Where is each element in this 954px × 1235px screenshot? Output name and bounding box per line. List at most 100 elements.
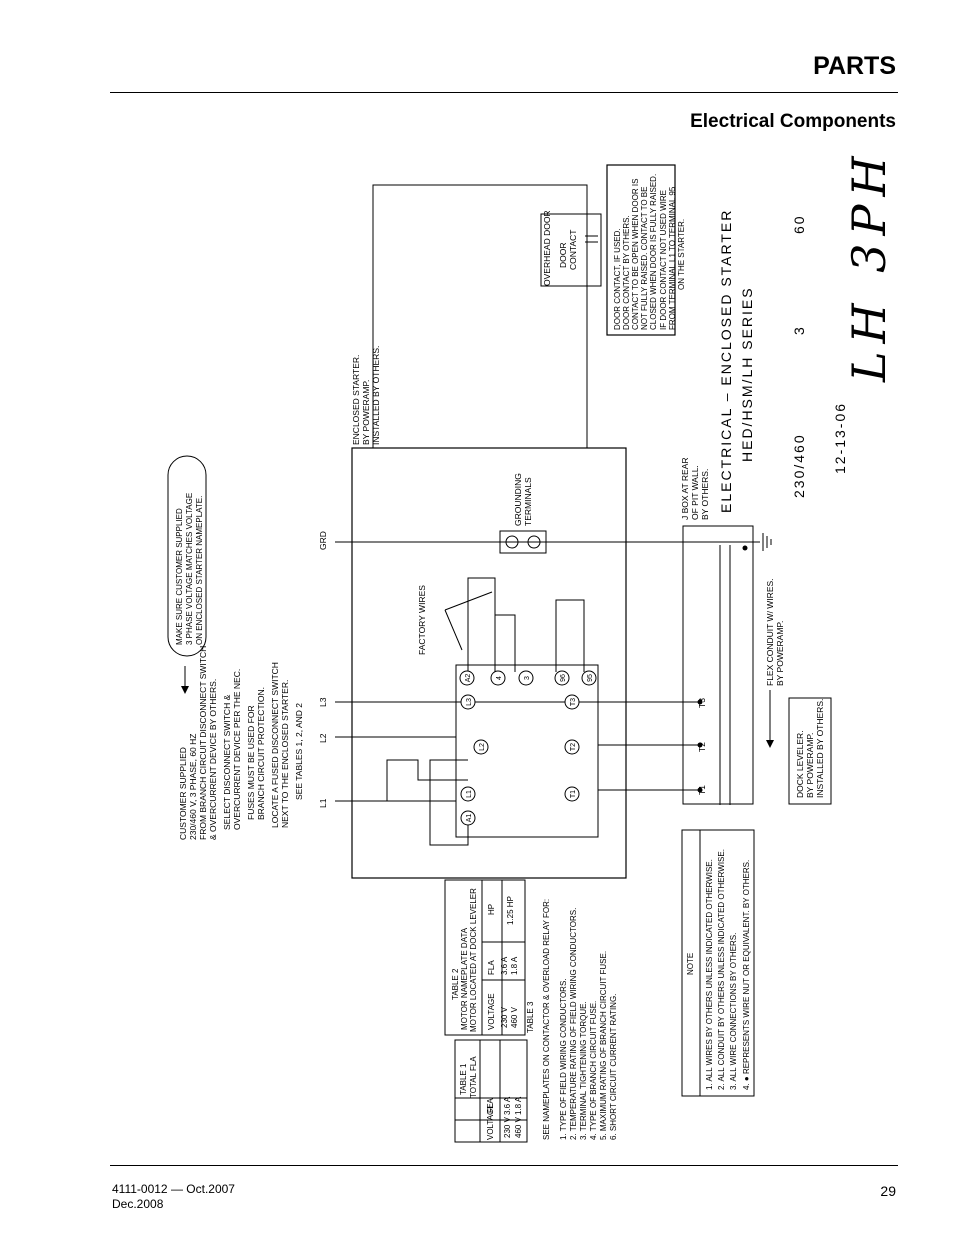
terminal-label: T3 bbox=[570, 698, 577, 706]
enclosed-starter-line: BY POWERAMP. bbox=[361, 380, 371, 445]
table2-header: FLA bbox=[487, 960, 496, 975]
terminal-label: A1 bbox=[466, 814, 473, 823]
make-sure-line: ON ENCLOSED STARTER NAMEPLATE. bbox=[195, 496, 204, 645]
door-contact-note-line: FROM TERMINAL L1 TO TERMINAL 95 bbox=[668, 186, 677, 330]
customer-supplied-line: FROM BRANCH CIRCUIT DISCONNECT SWITCH bbox=[198, 646, 208, 840]
page-number: 29 bbox=[880, 1183, 896, 1199]
customer-supplied-line: & OVERCURRENT DEVICE BY OTHERS. bbox=[208, 679, 218, 840]
title-block-line2: HED/HSM/LH SERIES bbox=[739, 286, 755, 462]
flex-conduit-label: FLEX CONDUIT W/ WIRES. bbox=[765, 578, 775, 686]
table2-cell: 230 V bbox=[500, 1006, 509, 1028]
diagram-big-title: LH 3PH bbox=[842, 148, 896, 383]
make-sure-label: MAKE SURE CUSTOMER SUPPLIED bbox=[175, 508, 184, 645]
customer-supplied-line: SELECT DISCONNECT SWITCH & bbox=[222, 694, 232, 830]
terminal-label: 4 bbox=[496, 676, 503, 680]
table2-title: TABLE 2 bbox=[451, 968, 460, 1000]
notes-title: NOTE bbox=[686, 953, 695, 975]
t1-label: T1 bbox=[697, 785, 707, 795]
table1-header: FLA bbox=[486, 1098, 495, 1113]
customer-supplied-line: SEE TABLES 1, 2, AND 2 bbox=[294, 703, 304, 800]
table1-header: VOLTAGE bbox=[486, 1103, 495, 1140]
terminal-label: L3 bbox=[466, 698, 473, 706]
table2-cell: 3.6 A bbox=[500, 956, 509, 975]
table3-title: TABLE 3 bbox=[526, 1001, 535, 1033]
terminal-label: 96 bbox=[560, 674, 567, 682]
table3-item: 5. MAXIMUM RATING OF BRANCH CIRCUIT FUSE… bbox=[599, 951, 608, 1140]
customer-supplied-line: NEXT TO THE ENCLOSED STARTER. bbox=[280, 680, 290, 828]
title-block-date: 12-13-06 bbox=[832, 402, 848, 474]
flex-conduit-line: BY POWERAMP. bbox=[775, 621, 785, 686]
table2-header: HP bbox=[487, 904, 496, 915]
door-contact-note: DOOR CONTACT, IF USED. bbox=[613, 228, 622, 330]
jbox-line: OF PIT WALL. bbox=[690, 465, 700, 520]
terminal-label: 95 bbox=[587, 674, 594, 682]
table3-item: 4. TYPE OF BRANCH CIRCUIT FUSE. bbox=[589, 1001, 598, 1140]
factory-wires-label: FACTORY WIRES bbox=[417, 585, 427, 655]
dock-leveler-line: INSTALLED BY OTHERS. bbox=[815, 699, 825, 798]
table2-cell: 1.25 HP bbox=[506, 896, 515, 925]
title-block-voltage: 230/460 bbox=[791, 433, 807, 498]
t3-label: T3 bbox=[697, 698, 707, 708]
door-contact-note-line: ON THE STARTER. bbox=[677, 219, 686, 290]
customer-supplied-line: LOCATE A FUSED DISCONNECT SWITCH bbox=[270, 662, 280, 828]
l2-label: L2 bbox=[318, 733, 328, 743]
doc-number: 4111-0012 — Oct.2007 bbox=[112, 1182, 235, 1196]
table2-subtitle: MOTOR NAMEPLATE DATA bbox=[460, 927, 469, 1030]
table2-cell: 1.8 A bbox=[510, 956, 519, 975]
table1-subtitle: TOTAL FLA bbox=[469, 1056, 478, 1098]
l1-label: L1 bbox=[318, 798, 328, 808]
table1-cell: 460 V bbox=[514, 1116, 523, 1138]
note-item: 3. ALL WIRE CONNECTIONS BY OTHERS. bbox=[729, 933, 738, 1090]
section-title: Electrical Components bbox=[690, 111, 896, 132]
grounding-label: GROUNDING bbox=[513, 473, 523, 526]
terminal-label: 3 bbox=[524, 676, 531, 680]
table3-item: 1. TYPE OF FIELD WIRING CONDUCTORS. bbox=[559, 979, 568, 1141]
terminal-label: A2 bbox=[465, 674, 472, 683]
table2-header: VOLTAGE bbox=[487, 993, 496, 1030]
note-item: 4. ● REPRESENTS WIRE NUT OR EQUIVALENT. … bbox=[742, 860, 751, 1090]
title-block-hz: 60 bbox=[791, 214, 807, 234]
table3-intro: SEE NAMEPLATES ON CONTACTOR & OVERLOAD R… bbox=[542, 899, 551, 1140]
table3-item: 2. TEMPERATURE RATING OF FIELD WIRING CO… bbox=[569, 908, 578, 1140]
title-block-line1: ELECTRICAL – ENCLOSED STARTER bbox=[718, 209, 734, 513]
terminal-label: L1 bbox=[466, 790, 473, 798]
door-contact-note-line: CLOSED WHEN DOOR IS FULLY RAISED. bbox=[649, 174, 658, 330]
terminal-label: T1 bbox=[570, 790, 577, 798]
customer-supplied-label: CUSTOMER SUPPLIED bbox=[178, 747, 188, 840]
terminal-label: L2 bbox=[479, 743, 486, 751]
door-contact-note-line: NOT FULLY RAISED. CONTACT TO BE bbox=[640, 187, 649, 330]
door-contact-label: DOOR bbox=[558, 243, 568, 269]
table2-subtitle: MOTOR LOCATED AT DOCK LEVELER bbox=[469, 888, 478, 1032]
door-contact-note-line: CONTACT TO BE OPEN WHEN DOOR IS bbox=[631, 179, 640, 330]
l3-label: L3 bbox=[318, 697, 328, 707]
grd-label: GRD bbox=[318, 531, 328, 550]
table1-cell: 230 V bbox=[503, 1116, 512, 1138]
terminal-label: T2 bbox=[570, 743, 577, 751]
overhead-door-label: OVERHEAD DOOR bbox=[542, 210, 552, 286]
enclosed-starter-line: INSTALLED BY OTHERS. bbox=[371, 346, 381, 445]
jbox-label: J BOX AT REAR bbox=[680, 457, 690, 520]
footer-doc-info: 4111-0012 — Oct.2007 Dec.2008 bbox=[112, 1182, 235, 1212]
table2-cell: 460 V bbox=[510, 1006, 519, 1028]
page-title: PARTS bbox=[813, 52, 896, 80]
door-contact-note-line: DOOR CONTACT BY OTHERS. bbox=[622, 215, 631, 330]
door-contact-note-line: IF DOOR CONTACT NOT USED WIRE bbox=[659, 190, 668, 330]
customer-supplied-line: 230/460 V, 3 PHASE, 60 HZ bbox=[188, 734, 198, 840]
header-divider bbox=[110, 92, 898, 93]
table1-cell: 1.8 A bbox=[514, 1096, 523, 1115]
table1-cell: 3.6 A bbox=[503, 1096, 512, 1115]
jbox-line: BY OTHERS. bbox=[700, 469, 710, 520]
note-item: 1. ALL WIRES BY OTHERS UNLESS INDICATED … bbox=[705, 859, 714, 1090]
customer-supplied-line: FUSES MUST BE USED FOR bbox=[246, 705, 256, 820]
t2-label: T2 bbox=[697, 742, 707, 752]
enclosed-starter-label: ENCLOSED STARTER. bbox=[351, 355, 361, 445]
grounding-line: TERMINALS bbox=[523, 477, 533, 526]
dock-leveler-label: DOCK LEVELER. bbox=[795, 730, 805, 798]
door-contact-line: CONTACT bbox=[568, 230, 578, 270]
customer-supplied-line: OVERCURRENT DEVICE PER THE NEC. bbox=[232, 669, 242, 830]
dock-leveler-line: BY POWERAMP. bbox=[805, 733, 815, 798]
table3-item: 3. TERMINAL TIGHTENING TORQUE. bbox=[579, 1001, 588, 1140]
table1-title: TABLE 1 bbox=[459, 1063, 468, 1095]
note-item: 2. ALL CONDUIT BY OTHERS UNLESS INDICATE… bbox=[717, 849, 726, 1090]
